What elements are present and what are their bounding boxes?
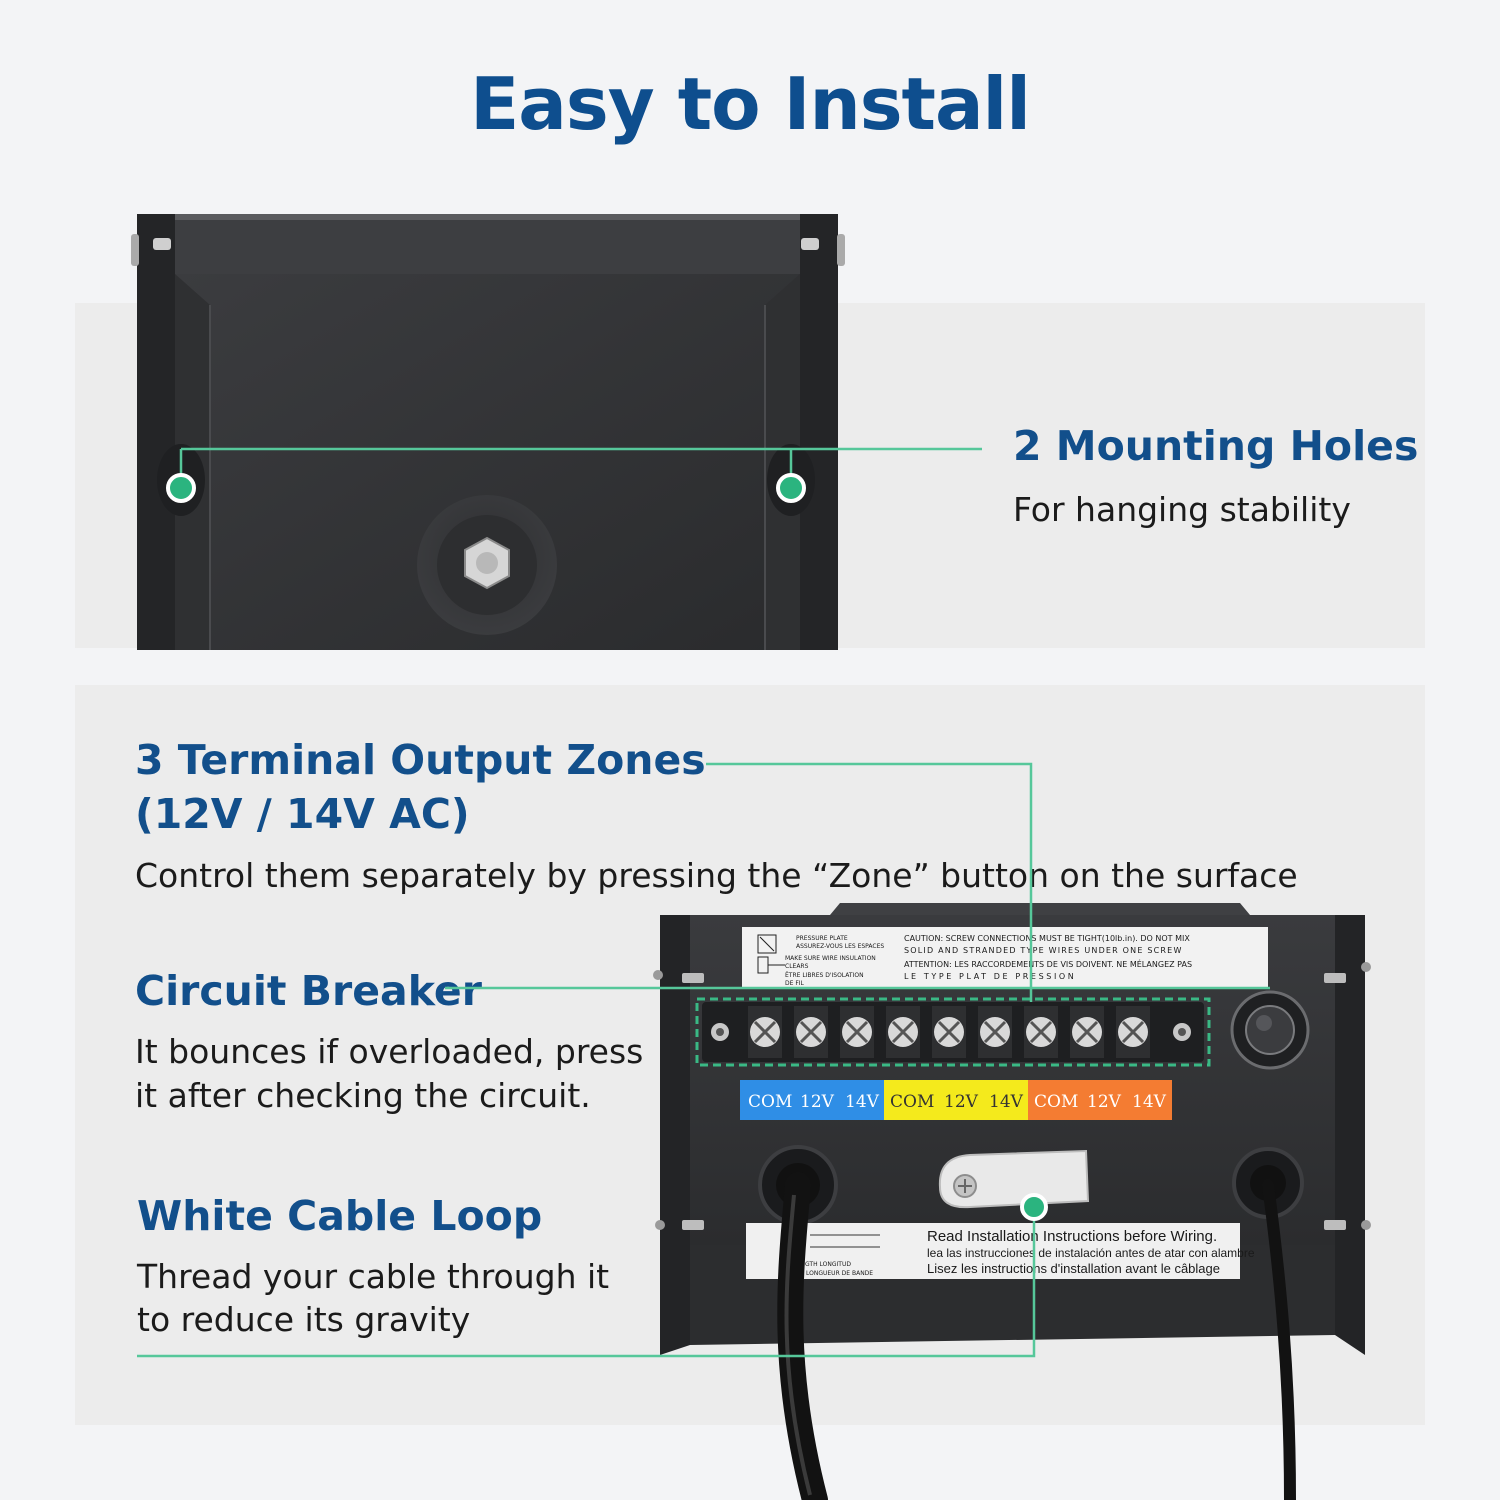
- breaker-description-line2: it after checking the circuit.: [135, 1076, 591, 1115]
- instructions-line2: lea las instrucciones de instalación ant…: [927, 1246, 1255, 1260]
- svg-text:COM: COM: [1034, 1092, 1078, 1112]
- left-power-cable: [777, 1172, 828, 1500]
- zones-description: Control them separately by pressing the …: [135, 856, 1298, 895]
- caution-line1: CAUTION: SCREW CONNECTIONS MUST BE TIGHT…: [904, 934, 1190, 943]
- zone-1-label: COM 12V 14V: [740, 1080, 884, 1120]
- strip-gauge-line2: A LONGUEUR DE BANDE: [800, 1270, 873, 1277]
- cable-loop-heading: White Cable Loop: [137, 1192, 543, 1240]
- caution-line4: LE TYPE PLAT DE PRESSION: [904, 972, 1076, 981]
- pressure-plate-line3: MAKE SURE WIRE INSULATION: [785, 955, 876, 962]
- caution-label: [742, 927, 1268, 989]
- caution-line3: ATTENTION: LES RACCORDEMENTS DE VIS DOIV…: [904, 958, 1192, 969]
- page-title: Easy to Install: [470, 62, 1031, 146]
- mounting-hole-right-marker: [776, 473, 806, 503]
- cable-loop-description-line2: to reduce its gravity: [137, 1300, 471, 1339]
- mounting-description: For hanging stability: [1013, 490, 1351, 529]
- right-power-cable: [1262, 1179, 1296, 1500]
- pressure-plate-line2: ASSUREZ-VOUS LES ESPACES: [796, 943, 884, 950]
- pressure-plate-line5: ÊTRE LIBRES D'ISOLATION: [785, 971, 864, 979]
- pressure-plate-line4: CLEARS: [785, 963, 809, 970]
- mounting-plate-photo: [131, 214, 845, 650]
- zones-heading-line2: (12V / 14V AC): [135, 790, 470, 838]
- terminal-strip-highlight: [695, 997, 1211, 1067]
- breaker-description-line1: It bounces if overloaded, press: [135, 1032, 644, 1071]
- svg-text:14V: 14V: [845, 1092, 880, 1112]
- svg-text:12V: 12V: [944, 1092, 979, 1112]
- instructions-line1: Read Installation Instructions before Wi…: [927, 1228, 1217, 1245]
- mounting-connectors: [166, 447, 982, 503]
- svg-text:COM: COM: [748, 1092, 792, 1112]
- pressure-plate-line6: DE FIL: [785, 980, 805, 987]
- terminal-box-photo: PRESSURE PLATE ASSUREZ-VOUS LES ESPACES …: [653, 903, 1371, 1500]
- cable-loop-marker: [1020, 1193, 1048, 1221]
- caution-line2: SOLID AND STRANDED TYPE WIRES UNDER ONE …: [904, 946, 1183, 955]
- svg-text:12V: 12V: [1087, 1092, 1122, 1112]
- zones-heading-line1: 3 Terminal Output Zones: [135, 736, 706, 784]
- pressure-plate-line1: PRESSURE PLATE: [796, 935, 848, 942]
- zone-2-label: COM 12V 14V: [884, 1080, 1028, 1120]
- instructions-line3: Lisez les instructions d'installation av…: [927, 1261, 1220, 1276]
- svg-text:12V: 12V: [800, 1092, 835, 1112]
- mounting-hole-left-marker: [166, 473, 196, 503]
- terminal-screws: [748, 1006, 1150, 1058]
- mounting-heading: 2 Mounting Holes: [1013, 422, 1419, 470]
- svg-text:14V: 14V: [989, 1092, 1024, 1112]
- cable-loop-description-line1: Thread your cable through it: [137, 1257, 610, 1296]
- zone-3-label: COM 12V 14V: [1028, 1080, 1172, 1120]
- white-cable-loop: [938, 1149, 1090, 1209]
- svg-text:14V: 14V: [1132, 1092, 1167, 1112]
- breaker-heading: Circuit Breaker: [135, 967, 482, 1015]
- strip-gauge-line1: GTH LONGITUD: [805, 1261, 851, 1268]
- svg-text:COM: COM: [890, 1092, 934, 1112]
- instructions-label: [746, 1223, 1240, 1279]
